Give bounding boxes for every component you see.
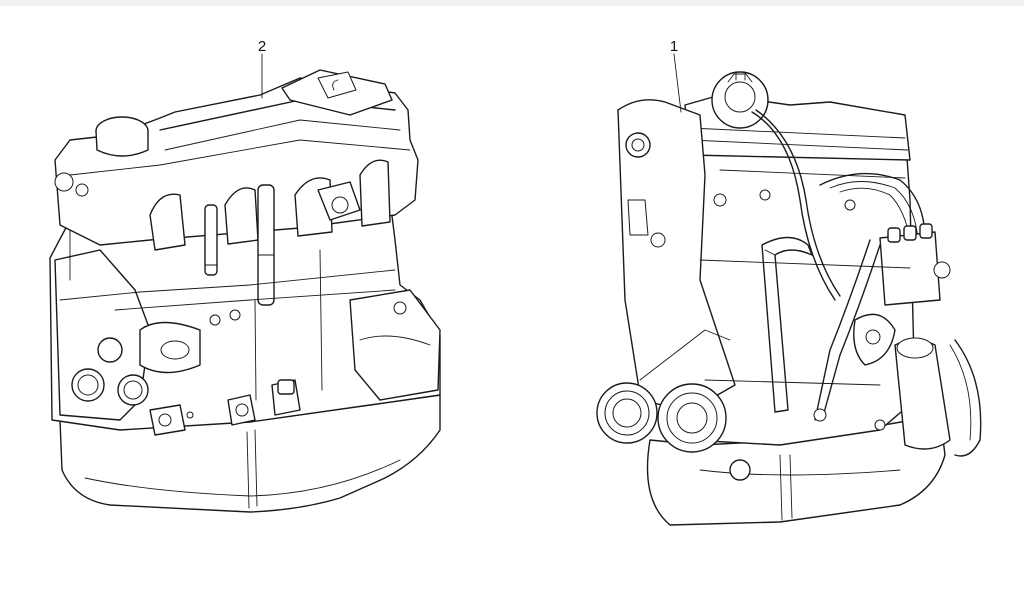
engine-2-illustration [49,69,441,513]
engine-1-callout: 1 [670,38,678,55]
engine-2-callout: 2 [258,38,266,55]
engine-1-timing-belt-cover [617,99,736,407]
engine-1-ignition-coil [879,231,941,306]
engine-1-flywheel [954,339,982,457]
engine-1-illustration [596,71,982,526]
top-strip [0,0,1024,6]
engine-1-leader-line [673,53,682,113]
engine-1-oil-pan [646,414,946,526]
engine-2-oil-pan [59,394,441,513]
